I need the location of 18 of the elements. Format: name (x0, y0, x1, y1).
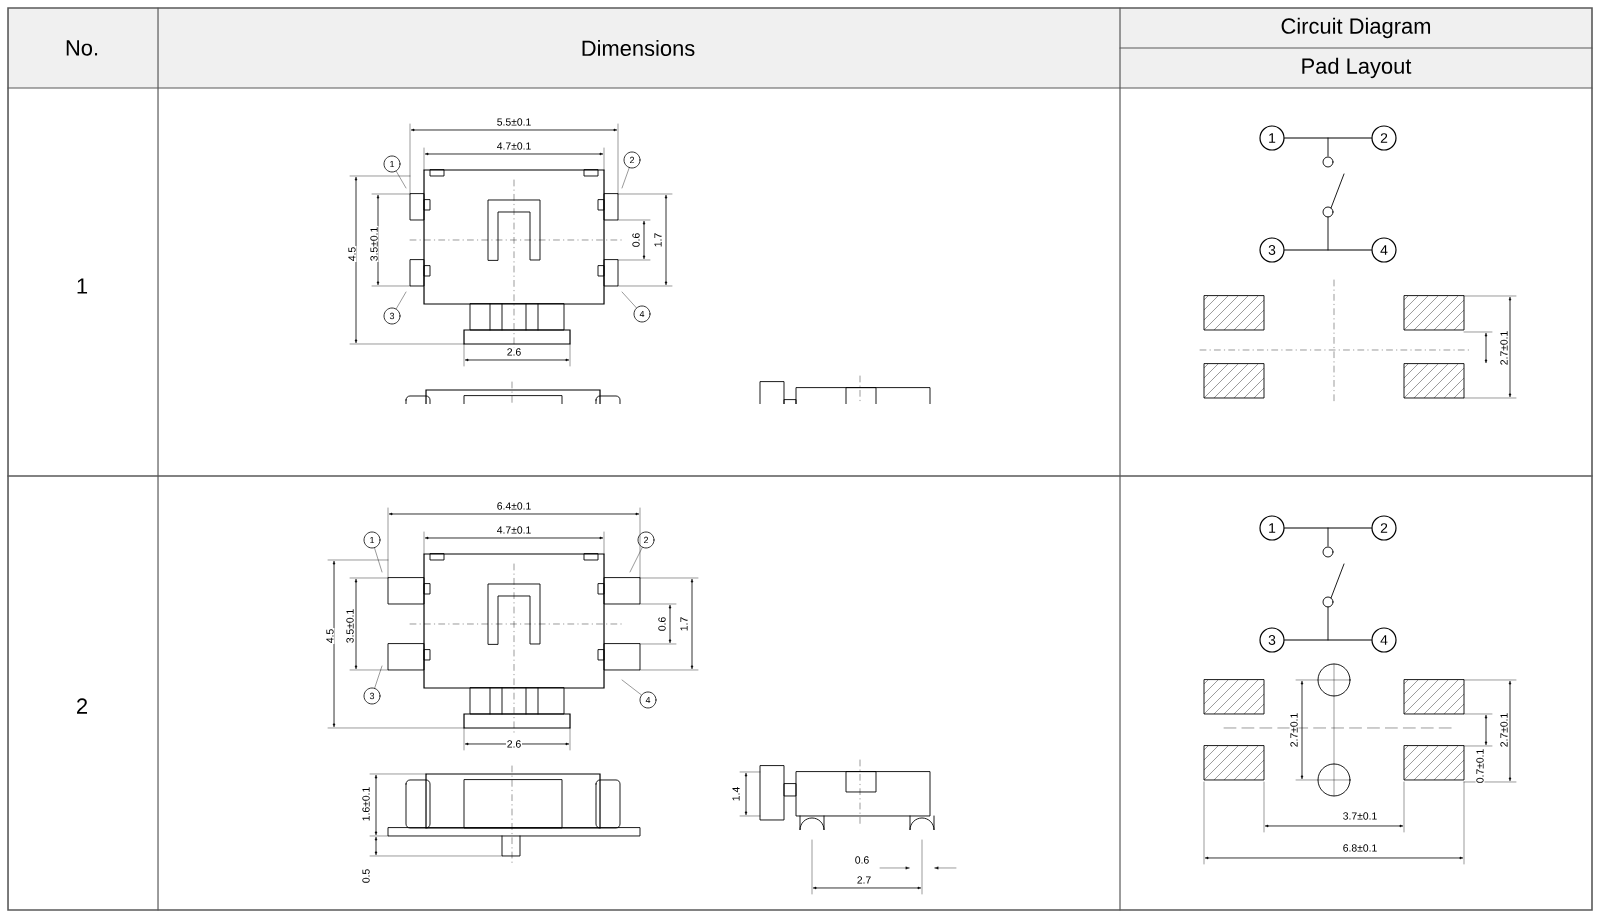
column-header: Dimensions (582, 39, 695, 57)
leader-line (396, 291, 407, 309)
connector-line (1284, 527, 1372, 529)
column-header: Pad Layout (1302, 57, 1412, 79)
leader-line (621, 291, 637, 308)
leader-line (374, 665, 383, 689)
leader-line (374, 547, 383, 573)
leader-line (621, 679, 642, 696)
connector-line (1284, 137, 1372, 139)
leader-line (396, 171, 407, 189)
column-header: Circuit Diagram (1281, 17, 1430, 39)
connector-line (1284, 249, 1372, 251)
leader-line (629, 547, 643, 573)
connector-line (1284, 639, 1372, 641)
row-number: 2 (77, 698, 87, 714)
column-header: No. (66, 40, 98, 56)
row-number: 1 (77, 278, 88, 294)
leader-line (621, 167, 630, 189)
